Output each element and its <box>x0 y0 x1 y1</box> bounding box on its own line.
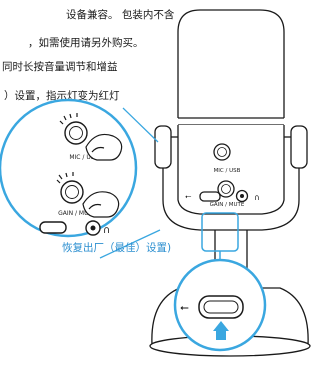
zoom-circle-controls: MIC / USB GAIN / MUTE ∩ <box>0 98 161 259</box>
instruction-line-1: 设备兼容。 包装内不含 <box>66 9 175 21</box>
factory-reset-caption: 恢复出厂（最佳）设置) <box>62 242 172 254</box>
zoom-usb-port <box>39 221 67 234</box>
port-highlight-box <box>201 212 239 252</box>
device-gain-mute-label: GAIN / MUTE <box>210 202 245 208</box>
device-usb-port <box>199 191 221 202</box>
zoom-gain-mute-label: GAIN / MUTE <box>58 210 96 217</box>
hand-press-icon-bottom <box>82 191 120 218</box>
gain-mute-knob: GAIN / MUTE <box>210 180 245 208</box>
device-mic-usb-label: MIC / USB <box>214 168 241 174</box>
hand-press-icon-top <box>85 133 123 161</box>
instruction-line-2: ，如需使用请另外购买。 <box>28 37 144 49</box>
zoom-circle-usb: ⭠ <box>173 258 267 352</box>
zoom-mic-usb-label: MIC / USB <box>69 154 98 161</box>
instruction-line-3: 同时长按音量调节和增益 <box>2 61 118 73</box>
mic-usb-knob: MIC / USB <box>213 143 241 174</box>
stand-yoke <box>154 125 308 282</box>
zoom-usb-symbol-icon: ⭠ <box>180 301 189 314</box>
device-usb-symbol-icon: ⭠ <box>185 192 192 201</box>
up-arrow-icon <box>213 321 229 340</box>
instruction-line-4: ）设置，指示灯变为红灯 <box>4 90 120 102</box>
zoom-usbc-port <box>198 295 244 319</box>
device-headphone-icon: ∩ <box>254 193 260 202</box>
zoom-headphone-icon: ∩ <box>103 225 110 236</box>
device-headphone-jack <box>235 189 249 203</box>
